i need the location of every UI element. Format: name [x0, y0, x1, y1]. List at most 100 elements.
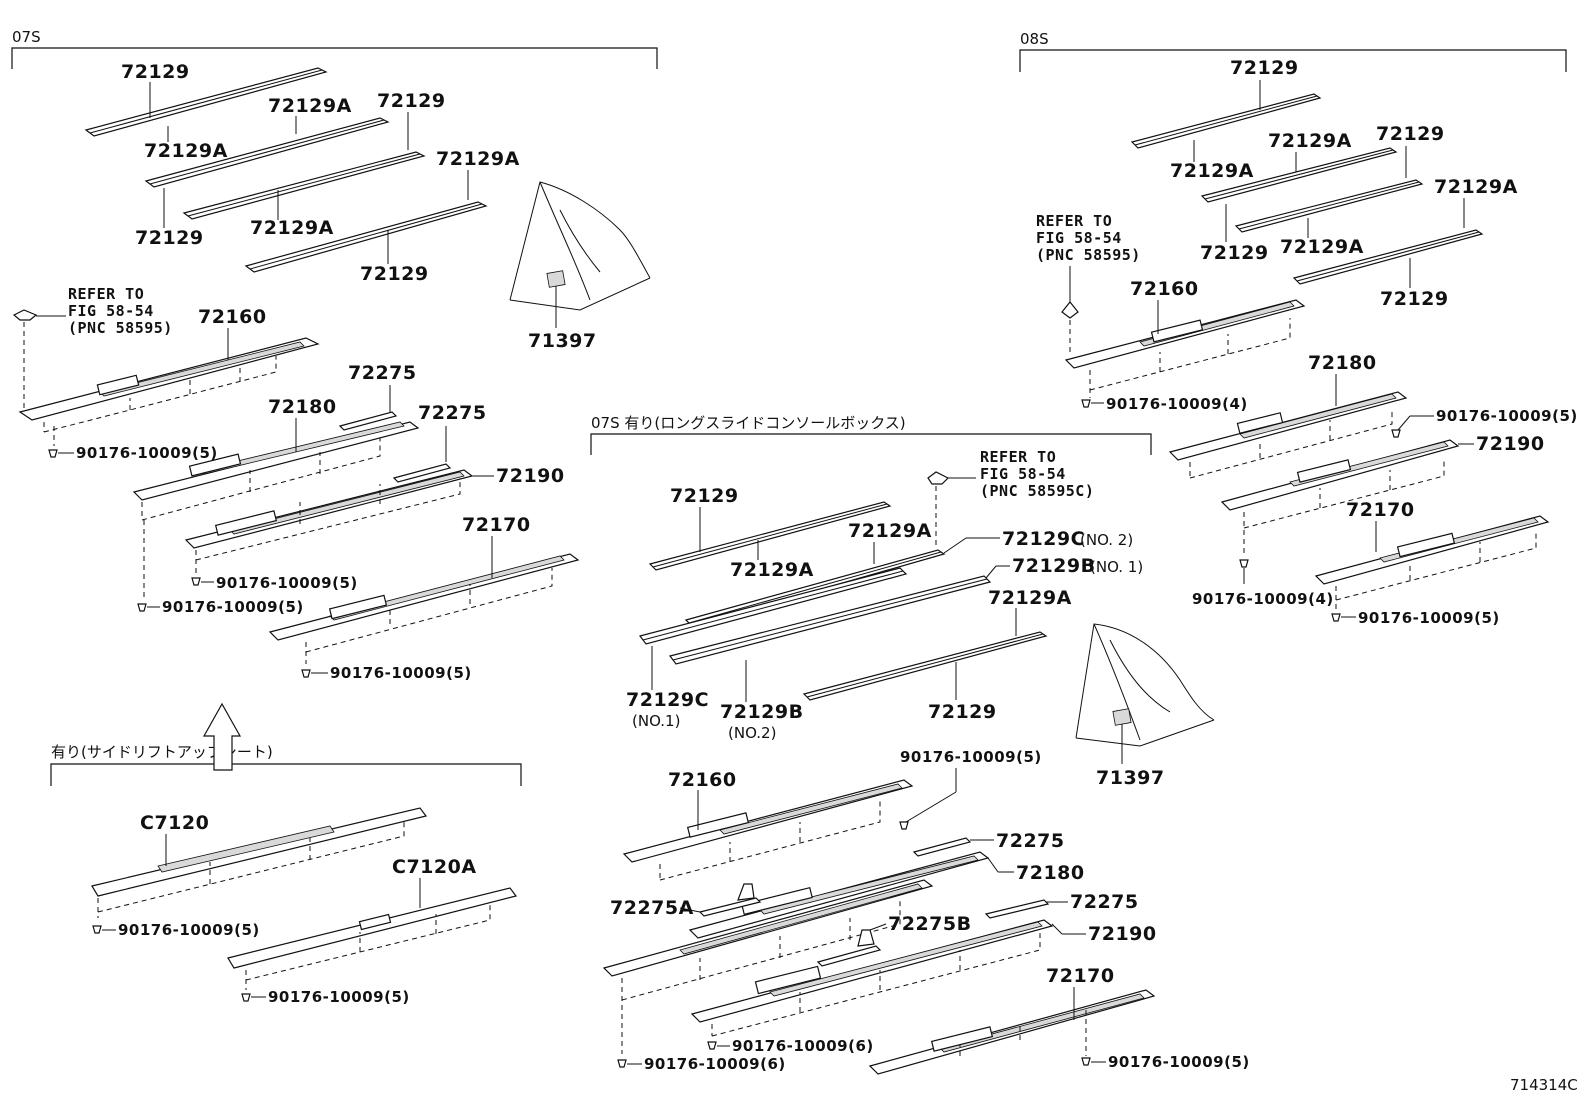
bolt-icon: [191, 577, 201, 586]
bracket-72275-long-slide-b: [984, 899, 1068, 919]
group-bracket-long-slide: 07S 有り(ロングスライドコンソールボックス): [590, 414, 1152, 455]
part-label-72190: 72190: [1088, 923, 1157, 945]
group-bracket-08s: 08S: [1019, 30, 1567, 72]
rail-72180-07s: [132, 421, 420, 521]
clip-icon: [927, 471, 950, 485]
rail-72160-07s: [18, 337, 320, 446]
part-label-72180: 72180: [268, 396, 337, 418]
refer-block-08s: REFER TO FIG 58-54 (PNC 58595): [1036, 212, 1141, 354]
note-no2: (NO.2): [728, 724, 776, 742]
bolt-icon: [1081, 1057, 1091, 1066]
bolt-icon: [137, 603, 147, 612]
clip-icon: [1061, 301, 1079, 319]
part-label-72129: 72129: [360, 263, 429, 285]
part-label-72129A: 72129A: [250, 217, 334, 239]
rail-C7120: [91, 807, 428, 918]
part-label-72129: 72129: [121, 61, 190, 83]
rail-72160-long-slide: [622, 779, 914, 881]
bolt-icon: [899, 821, 909, 830]
console-sketch-71397-b: [1075, 623, 1215, 764]
rail-72160-08s: [1064, 299, 1306, 398]
part-label-72160: 72160: [668, 769, 737, 791]
bolt-label: 90176-10009(5): [268, 988, 410, 1006]
part-label-72170: 72170: [1046, 965, 1115, 987]
figure-id: 714314C: [1510, 1076, 1578, 1094]
part-label-72190: 72190: [496, 465, 565, 487]
bolt-icon: [1239, 559, 1249, 568]
bolt-90176-long-slide-c: 90176-10009(6): [617, 1055, 786, 1073]
refer-line-2: FIG 58-54: [980, 465, 1066, 483]
part-label-72190: 72190: [1476, 433, 1545, 455]
bolt-90176-08s-d: 90176-10009(5): [1331, 609, 1500, 627]
group-label-07s: 07S: [12, 28, 41, 46]
rail-72170-long-slide: [868, 989, 1156, 1075]
part-label-72129: 72129: [670, 485, 739, 507]
group-label-side-lift: 有り(サイドリフトアップシート): [51, 743, 273, 761]
bolt-icon: [48, 449, 58, 458]
part-label-72129B: 72129B: [720, 701, 804, 723]
rail-72180-08s: [1168, 391, 1408, 479]
part-label-72129: 72129: [377, 90, 446, 112]
part-label-72180: 72180: [1308, 352, 1377, 374]
bolt-90176-07s-d: 90176-10009(5): [301, 664, 471, 682]
part-label-72275: 72275: [1070, 891, 1139, 913]
part-label-72170: 72170: [1346, 499, 1415, 521]
part-label-72170: 72170: [462, 514, 531, 536]
part-label-72129A: 72129A: [1434, 176, 1518, 198]
bolt-label: 90176-10009(5): [900, 748, 1042, 766]
group-label-long-slide: 07S 有り(ロングスライドコンソールボックス): [591, 414, 906, 432]
rail-covers-08s: [1130, 93, 1484, 285]
part-label-72129A: 72129A: [144, 140, 228, 162]
bolt-label: 90176-10009(5): [216, 574, 358, 592]
rail-72190-long-slide: [690, 919, 1086, 1037]
note-no2: (NO. 2): [1080, 531, 1133, 549]
part-label-72129: 72129: [135, 227, 204, 249]
bolt-label: 90176-10009(6): [644, 1055, 786, 1073]
callout-72129B-no1: 72129B (NO. 1): [985, 555, 1143, 579]
callout-72129C-no2: 72129C (NO. 2): [943, 528, 1133, 554]
bolt-icon: [707, 1041, 717, 1050]
refer-pnc: (PNC 58595): [1036, 246, 1141, 264]
part-label-72129A: 72129A: [436, 148, 520, 170]
part-label-72129C: 72129C: [1002, 528, 1085, 550]
up-arrow-icon: [202, 702, 242, 771]
rail-C7120A: [227, 887, 518, 990]
part-label-72129C: 72129C: [626, 689, 709, 711]
part-label-72275: 72275: [996, 830, 1065, 852]
bolt-icon: [1391, 429, 1401, 438]
part-label-72129A: 72129A: [1268, 130, 1352, 152]
part-label-72275A: 72275A: [610, 897, 694, 919]
rail-covers-07s: [84, 67, 488, 273]
part-label-C7120: C7120: [140, 812, 209, 834]
bolt-icon: [617, 1059, 627, 1068]
refer-line-2: FIG 58-54: [1036, 229, 1122, 247]
part-label-72129A: 72129A: [1280, 236, 1364, 258]
part-label-72129A: 72129A: [730, 559, 814, 581]
bolt-90176-long-slide-b: 90176-10009(6): [707, 1037, 873, 1055]
bolt-90176-long-slide-a: 90176-10009(5): [899, 748, 1042, 830]
part-label-72275: 72275: [348, 362, 417, 384]
part-label-72129B: 72129B: [1012, 555, 1096, 577]
bracket-72275-07s-a: [338, 385, 398, 431]
bolt-label-08s-c: 90176-10009(4): [1192, 590, 1334, 608]
note-no1: (NO. 1): [1090, 558, 1143, 576]
part-label-72160: 72160: [198, 306, 267, 328]
group-bracket-07s: 07S: [11, 28, 658, 69]
rail-72170-08s: [1314, 515, 1550, 612]
console-sketch-71397: [509, 181, 651, 328]
part-label-C7120A: C7120A: [392, 856, 477, 878]
rail-72170-07s: [268, 553, 580, 664]
part-label-72160: 72160: [1130, 278, 1199, 300]
bracket-72275A-long-slide: [679, 883, 762, 917]
refer-line-2: FIG 58-54: [68, 302, 154, 320]
bolt-90176-08s-a: 90176-10009(4): [1081, 395, 1247, 413]
part-label-72275: 72275: [418, 402, 487, 424]
bolt-90176-07s-a: 90176-10009(5): [48, 444, 218, 462]
bolt-icon: [1331, 613, 1341, 622]
bolt-label: 90176-10009(5): [162, 598, 304, 616]
bolt-90176-sidelift-a: 90176-10009(5): [92, 921, 259, 939]
bolt-label: 90176-10009(5): [1358, 609, 1500, 627]
part-label-72129A: 72129A: [988, 587, 1072, 609]
note-no1: (NO.1): [632, 712, 680, 730]
bolt-label: 90176-10009(5): [76, 444, 218, 462]
